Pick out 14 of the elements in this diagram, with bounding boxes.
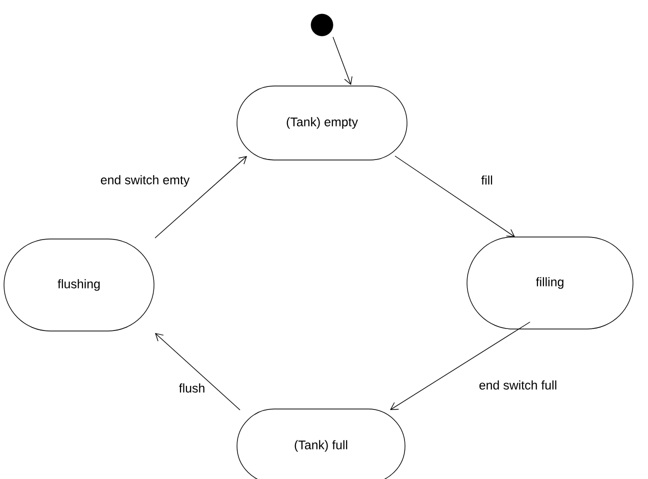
transition-arrow — [154, 156, 247, 238]
initial-state-dot — [310, 14, 334, 36]
edge-label: flush — [178, 382, 206, 394]
state-box: (Tank) empty — [236, 86, 408, 160]
state-box: (Tank) full — [236, 408, 406, 479]
transition-arrow — [390, 322, 530, 410]
transition-arrow — [332, 36, 352, 85]
transition-arrow — [155, 333, 240, 410]
edge-label: fill — [480, 174, 494, 186]
state-box: flushing — [4, 238, 154, 332]
state-box: filling — [466, 236, 634, 330]
edge-label: end switch full — [478, 379, 558, 391]
edge-label: end switch emty — [99, 174, 191, 188]
transition-arrow — [394, 156, 515, 237]
